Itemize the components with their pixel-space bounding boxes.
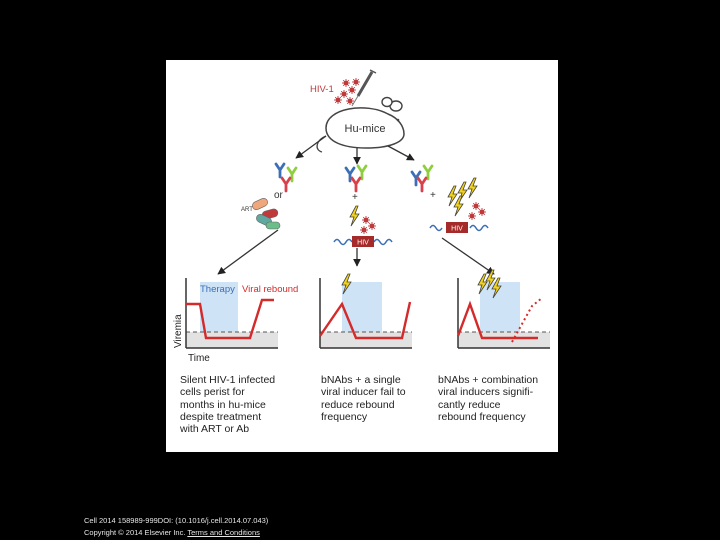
branch-arrow-right xyxy=(387,145,415,161)
viremia-line xyxy=(319,301,412,340)
baseline-zone xyxy=(320,332,412,348)
citation-line: Cell 2014 158989-999DOI: (10.1016/j.cell… xyxy=(84,516,269,525)
art-pills-icon xyxy=(252,198,281,230)
viremia-line xyxy=(456,300,538,340)
hiv-box-label-right: HIV xyxy=(451,226,463,233)
baseline-zone xyxy=(186,332,278,348)
graphical-abstract: Hu-mice HIV-1 or ART xyxy=(173,69,550,364)
caption-combination-inducers: bNAbs + combination viral inducers signi… xyxy=(438,374,539,423)
plus-middle: + xyxy=(352,192,358,203)
therapy-window xyxy=(200,282,238,334)
arrow-to-chart-3 xyxy=(441,237,495,275)
therapy-label: Therapy xyxy=(200,284,235,295)
art-label: ART xyxy=(241,207,253,213)
copyright-text: Copyright © 2014 Elsevier Inc. xyxy=(84,528,188,537)
hiv-genome-middle: HIV xyxy=(333,236,393,247)
x-axis-label: Time xyxy=(188,353,210,364)
figure-panel: Hu-mice HIV-1 or ART xyxy=(166,60,558,452)
viremia-line xyxy=(186,298,274,340)
branch-arrow-left xyxy=(295,135,327,159)
syringe-icon xyxy=(351,69,377,107)
hiv-box-label-middle: HIV xyxy=(357,240,369,247)
viremia-chart-art: Therapy Viral rebound Viremia Time xyxy=(173,278,298,364)
or-label: or xyxy=(274,190,284,201)
viral-inducer-icon xyxy=(349,205,360,227)
hu-mouse-icon: Hu-mice xyxy=(316,96,405,153)
antibody-icon xyxy=(274,162,298,193)
virus-label: HIV-1 xyxy=(310,84,334,95)
y-axis-label: Viremia xyxy=(173,314,184,348)
copyright-line: Copyright © 2014 Elsevier Inc. Terms and… xyxy=(84,528,260,537)
hiv-virus-cluster-icon xyxy=(333,77,361,106)
therapy-window xyxy=(342,282,382,334)
combination-inducers-icon xyxy=(447,177,478,217)
terms-link[interactable]: Terms and Conditions xyxy=(187,528,260,537)
plus-right: + xyxy=(430,190,436,201)
bnab-icon-middle xyxy=(344,164,368,193)
bnab-icon-right xyxy=(410,164,434,193)
caption-single-inducer: bNAbs + a single viral inducer fail to r… xyxy=(321,374,406,423)
viremia-chart-combination-inducers xyxy=(456,269,550,349)
viremia-chart-single-inducer xyxy=(319,273,412,349)
therapy-window xyxy=(480,282,520,334)
hiv-genome-right: HIV xyxy=(429,222,489,233)
virus-icon-right xyxy=(467,201,487,221)
arrow-to-chart-1 xyxy=(217,229,279,275)
suppressed-rebound-line xyxy=(511,297,543,343)
rebound-label: Viral rebound xyxy=(242,284,298,295)
virus-icon-middle xyxy=(359,215,377,235)
caption-art-or-ab: Silent HIV-1 infected cells perist for m… xyxy=(180,374,276,436)
mouse-label: Hu-mice xyxy=(345,123,386,135)
baseline-zone xyxy=(458,332,550,348)
